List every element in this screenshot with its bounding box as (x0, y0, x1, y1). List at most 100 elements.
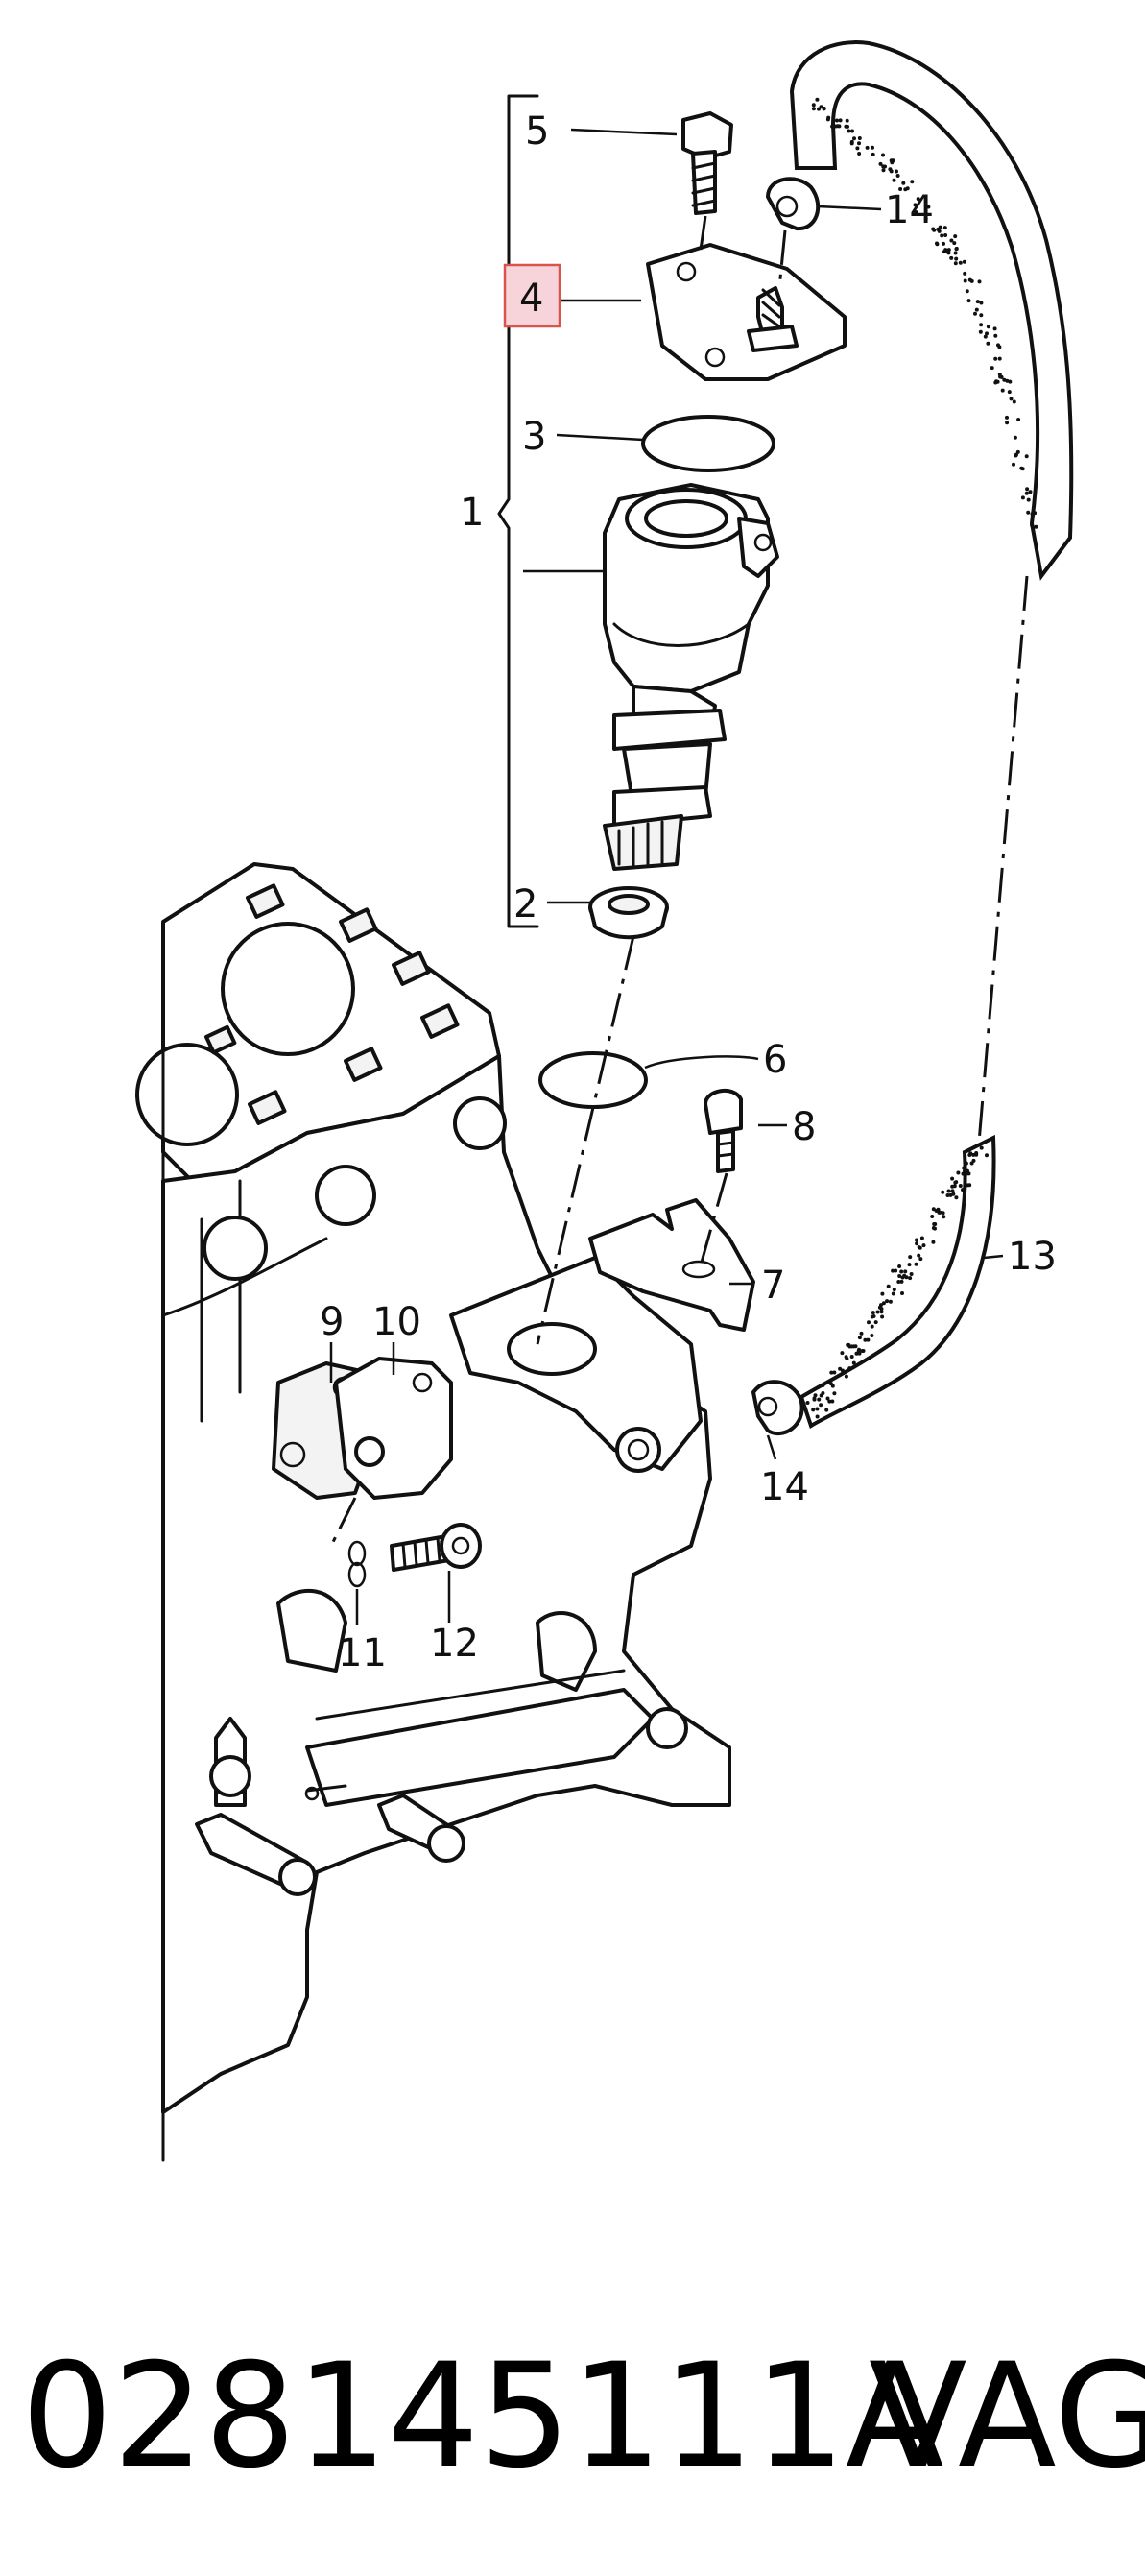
hose-speckle (1013, 435, 1017, 440)
hose-speckle (950, 1189, 955, 1193)
hose-speckle (1026, 497, 1031, 502)
hose-speckle (817, 1397, 822, 1402)
hose-speckle (919, 1236, 924, 1240)
hose-speckle (941, 1211, 945, 1216)
hose-speckle (1024, 454, 1029, 459)
hose-speckle (966, 299, 971, 303)
hose-speckle (993, 356, 998, 361)
hose-speckle (830, 124, 835, 129)
hose-speckle (975, 300, 980, 304)
hose-speckle (1008, 379, 1013, 384)
hose-speckle (967, 1153, 972, 1157)
hose-texture (805, 97, 1038, 1419)
hose-speckle (853, 1344, 858, 1349)
hose-speckle (971, 1152, 976, 1157)
hose-speckle (953, 234, 958, 239)
hose-speckle (856, 1349, 861, 1353)
hose-speckle (962, 259, 966, 264)
hose-speckle (896, 1280, 901, 1284)
hose-speckle (943, 248, 948, 253)
hose-speckle (871, 152, 875, 156)
hose-speckle (883, 164, 887, 169)
callout-8: 8 (792, 1105, 816, 1149)
callout-10: 10 (372, 1300, 421, 1344)
hose-speckle (945, 1193, 950, 1197)
assembly-lines (329, 229, 1029, 1547)
hose-speckle (811, 103, 816, 108)
hose-speckle (986, 325, 990, 329)
callout-4: 4 (519, 277, 543, 321)
hose-speckle (954, 256, 959, 261)
callout-5: 5 (525, 109, 549, 154)
hose-speckle (871, 145, 874, 150)
hose-speckle (935, 241, 939, 246)
hose-speckle (830, 1399, 835, 1404)
hose-speckle (815, 97, 820, 102)
hose-speckle (958, 1184, 963, 1188)
sensor (334, 1357, 453, 1500)
hose-speckle (855, 146, 860, 151)
hose-speckle (954, 247, 959, 252)
hose-speckle (963, 271, 967, 276)
sender-housing (603, 483, 779, 871)
hose-speckle (979, 301, 984, 305)
hose-speckle (1012, 399, 1016, 404)
hose-speckle (946, 1189, 951, 1193)
hose-speckle (819, 105, 823, 109)
hose-speckle (838, 118, 843, 123)
hose-speckle (918, 1257, 923, 1262)
hose-speckle (942, 241, 945, 246)
hose-speckle (950, 1176, 955, 1181)
hose-speckle (997, 373, 1002, 376)
hose-speckle (870, 1334, 874, 1337)
hose-speckle (811, 1408, 816, 1412)
hose-speckle (917, 1245, 921, 1250)
brand-name: VAG (869, 2333, 1145, 2500)
hose-speckle (954, 1195, 959, 1200)
hose-speckle (886, 1284, 891, 1288)
hose-speckle (940, 233, 944, 238)
hose-speckle (963, 278, 967, 283)
callout-2: 2 (513, 882, 537, 927)
hose-speckle (898, 187, 903, 191)
hose-speckle (914, 210, 918, 215)
hose-speckle (921, 1243, 926, 1248)
hose-speckle (822, 107, 826, 110)
hose-speckle (933, 1222, 938, 1226)
hose-speckle (849, 1355, 854, 1359)
hose-speckle (915, 1241, 919, 1246)
hose-speckle (986, 341, 990, 346)
hose-speckle (891, 1291, 895, 1296)
hose-speckle (821, 1383, 825, 1387)
hose-speckle (824, 1408, 829, 1412)
hose-speckle (969, 1161, 974, 1166)
hose-speckle (992, 326, 997, 331)
hose-speckle (961, 1188, 965, 1192)
hose-speckle (895, 174, 900, 178)
callout-14-lower: 14 (760, 1465, 809, 1509)
hose-speckle (815, 1414, 820, 1419)
hose-speckle (879, 1303, 883, 1308)
hose-speckle (1000, 388, 1005, 393)
hose-clamp-lower (751, 1380, 804, 1436)
hose-speckle (999, 374, 1004, 379)
hose-speckle (956, 1170, 961, 1175)
hose-speckle (851, 1360, 856, 1365)
hose-speckle (943, 233, 948, 237)
hose-speckle (827, 1399, 832, 1404)
hose-speckle (967, 1183, 972, 1188)
hose-speckle (993, 380, 998, 385)
hose-speckle (930, 1215, 935, 1218)
callout-labels: 1 2 3 4 5 6 7 8 9 10 11 12 13 14 14 (320, 109, 1057, 1675)
hose-speckle (865, 145, 870, 150)
hose-speckle (931, 1240, 936, 1244)
hose-clamp-upper (766, 177, 821, 231)
hose-speckle (903, 187, 908, 192)
hose-speckle (900, 1291, 904, 1295)
small-ring (347, 1540, 367, 1588)
hose-speckle (815, 1407, 820, 1411)
hose-speckle (979, 1145, 984, 1150)
callout-13: 13 (1008, 1235, 1057, 1279)
hose-speckle (932, 228, 937, 232)
label-4-highlight (503, 263, 561, 328)
